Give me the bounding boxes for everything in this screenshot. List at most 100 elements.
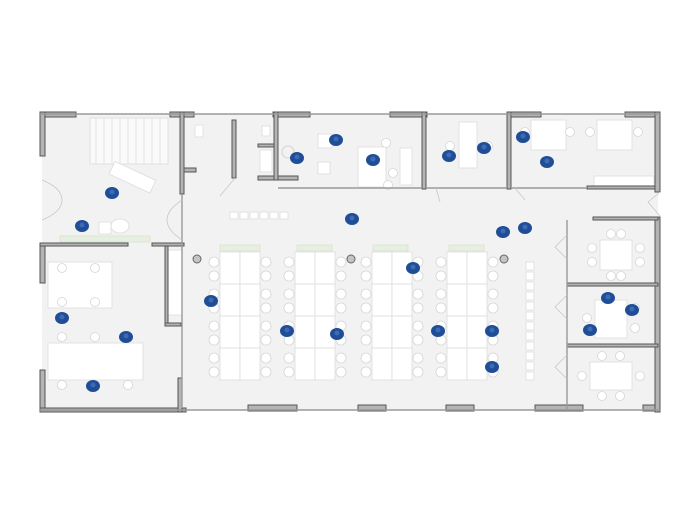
person-icon	[625, 304, 639, 316]
chair	[283, 256, 295, 268]
desk	[391, 315, 413, 349]
chair	[487, 288, 499, 300]
desk	[371, 283, 393, 317]
door[interactable]	[554, 234, 568, 260]
planter	[372, 244, 409, 252]
desk	[219, 283, 241, 317]
desk	[466, 347, 488, 381]
chair	[597, 351, 607, 361]
locker	[525, 341, 535, 351]
wall	[183, 167, 197, 173]
chair	[260, 366, 272, 378]
person-head	[500, 228, 506, 234]
meeting-table	[599, 239, 633, 271]
chair	[445, 141, 455, 151]
desk	[314, 251, 336, 285]
locker	[525, 271, 535, 281]
person-icon	[366, 154, 380, 166]
wall	[445, 404, 475, 412]
wall	[586, 185, 660, 190]
person-icon	[518, 222, 532, 234]
desk	[446, 315, 468, 349]
stool	[279, 211, 289, 220]
planter	[448, 244, 485, 252]
door[interactable]	[647, 191, 661, 217]
person-icon	[442, 150, 456, 162]
chair	[335, 288, 347, 300]
chair	[412, 366, 424, 378]
person-icon	[485, 361, 499, 373]
person-icon	[204, 295, 218, 307]
wall	[506, 111, 512, 190]
person-icon	[330, 328, 344, 340]
chair	[633, 127, 643, 137]
person-head	[410, 264, 416, 270]
locker	[525, 321, 535, 331]
chair	[260, 256, 272, 268]
wall	[164, 322, 182, 327]
planter	[296, 244, 333, 252]
meeting-table	[594, 299, 628, 339]
desk	[466, 251, 488, 285]
locker	[525, 361, 535, 371]
door[interactable]	[514, 187, 526, 201]
wall	[421, 111, 427, 190]
chair	[606, 229, 616, 239]
door[interactable]	[219, 177, 236, 197]
person-icon	[601, 292, 615, 304]
column	[346, 254, 356, 264]
chair	[635, 257, 645, 267]
wall	[39, 242, 129, 247]
chair	[615, 351, 625, 361]
chair	[435, 288, 447, 300]
desk	[371, 347, 393, 381]
person-head	[520, 133, 526, 139]
chair	[630, 323, 640, 333]
locker	[525, 371, 535, 381]
chair	[208, 320, 220, 332]
door[interactable]	[166, 199, 183, 241]
chair	[360, 288, 372, 300]
desk-cluster	[47, 342, 144, 381]
door[interactable]	[554, 294, 568, 320]
chair	[587, 243, 597, 253]
wall	[654, 216, 661, 413]
desk	[466, 283, 488, 317]
desk	[596, 119, 633, 151]
chair	[487, 256, 499, 268]
person-icon	[280, 325, 294, 337]
stool	[259, 211, 269, 220]
shelving	[167, 249, 183, 316]
sofa	[399, 147, 413, 186]
person-icon	[496, 226, 510, 238]
door[interactable]	[435, 187, 441, 203]
chair	[412, 288, 424, 300]
chair	[435, 270, 447, 282]
people	[55, 131, 639, 392]
chair	[260, 288, 272, 300]
wall	[179, 111, 185, 195]
person-head	[123, 333, 129, 339]
desk	[530, 119, 567, 151]
chair	[435, 256, 447, 268]
chair	[615, 391, 625, 401]
desk	[239, 347, 261, 381]
desk	[391, 283, 413, 317]
desk	[219, 251, 241, 285]
person-head	[481, 144, 487, 150]
chair	[208, 334, 220, 346]
chair	[635, 243, 645, 253]
wall	[247, 404, 298, 412]
lounge-chair	[110, 218, 130, 234]
door[interactable]	[554, 354, 568, 380]
chair	[260, 270, 272, 282]
door[interactable]	[41, 179, 63, 221]
locker	[525, 311, 535, 321]
person-head	[489, 327, 495, 333]
desk	[446, 347, 468, 381]
doors	[41, 177, 661, 380]
chair	[260, 352, 272, 364]
chair	[412, 320, 424, 332]
person-icon	[329, 134, 343, 146]
